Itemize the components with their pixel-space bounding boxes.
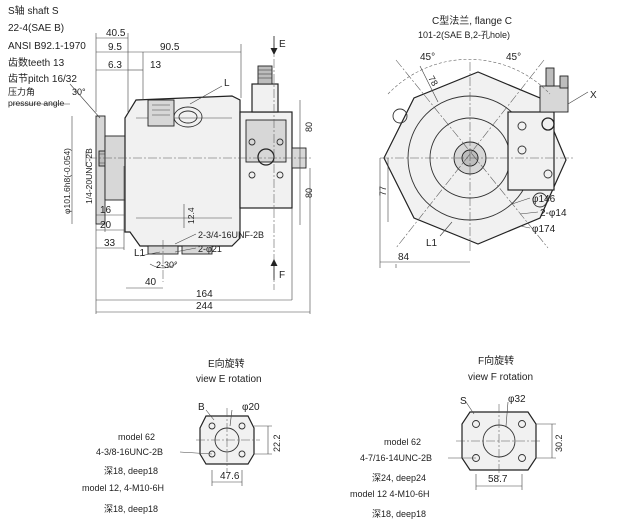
view-e-labels: E向旋转 view E rotation B φ20 model 62 4-3/… — [82, 357, 282, 514]
callout-F: F — [279, 270, 285, 281]
pressure-angle-value: 30° — [72, 87, 86, 97]
dim-9-5: 9.5 — [108, 42, 122, 53]
front-view-labels: C型法兰, flange C 101-2(SAE B,2-孔hole) 45° … — [378, 14, 597, 263]
dim-13: 13 — [150, 60, 162, 71]
dim-164: 164 — [196, 289, 213, 300]
callout-E: E — [279, 39, 286, 50]
shaft-title: S轴 shaft S — [8, 4, 59, 17]
ports-thread: 2-3/4-16UNF-2B — [198, 230, 264, 240]
view-f-S: S — [460, 396, 467, 407]
dim-40-5: 40.5 — [106, 28, 126, 39]
dim-174: φ174 — [532, 224, 556, 235]
holes-14: 2-φ14 — [540, 208, 567, 219]
callout-L1: L1 — [134, 248, 146, 259]
dim-90-5: 90.5 — [160, 42, 180, 53]
dim-84: 84 — [398, 252, 410, 263]
view-f-model12: model 12 4-M10-6H — [350, 489, 430, 499]
dim-244: 244 — [196, 301, 213, 312]
dim-6-3: 6.3 — [108, 60, 122, 71]
dim-80-bottom: 80 — [304, 188, 314, 198]
shaft-spec: 22-4(SAE B) — [8, 23, 64, 34]
view-f-thread62: 4-7/16-14UNC-2B — [360, 453, 432, 463]
standard-label: ANSI B92.1-1970 — [8, 41, 86, 52]
side-view — [12, 33, 312, 314]
view-f-width: 58.7 — [488, 474, 508, 485]
dim-78: 78 — [426, 74, 440, 88]
port-thread: 1/4-20UNC-2B — [84, 148, 94, 204]
callout-L: L — [224, 78, 230, 89]
dim-77: 77 — [378, 186, 388, 196]
dim-16: 16 — [100, 205, 112, 216]
view-e-dia: φ20 — [242, 402, 260, 413]
front-L1: L1 — [426, 238, 438, 249]
view-f-height: 30.2 — [554, 434, 564, 452]
view-e-deep62: 深18, deep18 — [104, 466, 158, 476]
dim-33: 33 — [104, 238, 116, 249]
view-f-labels: F向旋转 view F rotation S φ32 model 62 4-7/… — [350, 354, 564, 519]
view-f-deep62: 深24, deep24 — [372, 473, 426, 483]
pressure-angle-cn: 压力角 — [8, 86, 35, 97]
dim-80-top: 80 — [304, 122, 314, 132]
pitch-label: 齿节pitch 16/32 — [8, 73, 77, 85]
angle-right: 45° — [506, 52, 521, 63]
view-e-title-en: view E rotation — [196, 374, 262, 385]
view-f-dia: φ32 — [508, 394, 526, 405]
flange-spec: 101-2(SAE B,2-孔hole) — [418, 30, 510, 40]
view-f-model62: model 62 — [384, 437, 421, 447]
dim-146: φ146 — [532, 194, 556, 205]
dim-12-4: 12.4 — [186, 207, 196, 224]
front-X: X — [590, 90, 597, 101]
view-e-deep12: 深18, deep18 — [104, 504, 158, 514]
view-f-title-en: view F rotation — [468, 372, 533, 383]
pressure-angle-en: pressure angle — [8, 98, 65, 108]
side-view-labels: S轴 shaft S 22-4(SAE B) ANSI B92.1-1970 齿… — [8, 4, 314, 312]
view-e-thread62: 4-3/8-16UNC-2B — [96, 447, 163, 457]
view-f — [448, 401, 556, 490]
view-e-height: 22.2 — [272, 434, 282, 452]
pilot-diameter: φ101.6h8(-0.054) — [62, 148, 72, 214]
view-e-model62: model 62 — [118, 432, 155, 442]
dim-20: 20 — [100, 220, 112, 231]
flange-title: C型法兰, flange C — [432, 14, 512, 27]
ports-angle: 2-30° — [156, 260, 178, 270]
view-e-width: 47.6 — [220, 471, 240, 482]
teeth-label: 齿数teeth 13 — [8, 56, 65, 69]
view-e — [179, 408, 272, 486]
view-e-B: B — [198, 402, 205, 413]
dim-40: 40 — [145, 277, 157, 288]
front-view — [379, 59, 589, 268]
view-e-title-cn: E向旋转 — [208, 357, 245, 370]
view-e-model12: model 12, 4-M10-6H — [82, 483, 164, 493]
ports-diameter: 2-φ21 — [198, 244, 222, 254]
angle-left: 45° — [420, 52, 435, 63]
view-f-deep12: 深18, deep18 — [372, 509, 426, 519]
view-f-title-cn: F向旋转 — [478, 354, 514, 367]
